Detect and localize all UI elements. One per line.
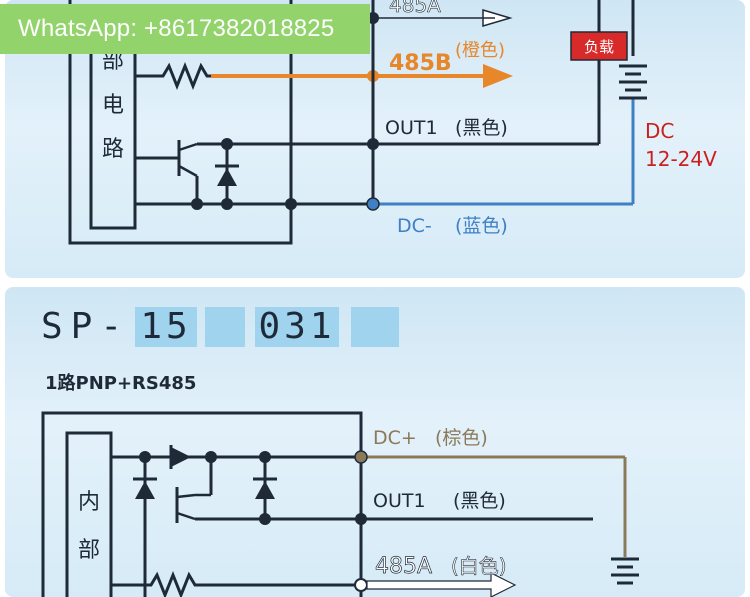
- terminal-dc-minus: [366, 197, 380, 211]
- supply-label-voltage: 12-24V: [645, 147, 717, 171]
- label-485a-top: 485A: [389, 0, 441, 17]
- model-code-2: [205, 307, 245, 347]
- label-out1-color: (黑色): [455, 117, 508, 139]
- diagram-subtitle: 1路PNP+RS485: [45, 373, 197, 394]
- battery-symbol: [611, 557, 639, 585]
- resistor-485b: [135, 61, 291, 91]
- label-485a-color: (白色): [451, 554, 507, 578]
- model-code-1: 15: [135, 307, 197, 347]
- left-diode: [135, 481, 155, 499]
- node-out1-1: [259, 513, 271, 525]
- internal-char-1: 内: [78, 490, 100, 515]
- whatsapp-watermark: WhatsApp: +8617382018825: [0, 4, 370, 54]
- node-diode-top: [221, 138, 233, 150]
- label-dc-minus: DC-: [397, 215, 432, 237]
- label-out1-color: (黑色): [453, 490, 506, 512]
- internal-char-2: 部: [78, 538, 100, 563]
- supply-label-dc: DC: [645, 119, 674, 143]
- label-dc-plus: DC+: [373, 427, 417, 449]
- terminal-dc-plus: [354, 450, 368, 464]
- outer-frame: [41, 411, 363, 597]
- label-485b-color: (橙色): [455, 40, 505, 61]
- transistor-emitter: [178, 164, 198, 178]
- label-dc-minus-color: (蓝色): [455, 215, 508, 237]
- model-prefix: SP-: [41, 306, 131, 347]
- label-out1: OUT1: [385, 117, 438, 139]
- transistor-collector: [178, 142, 198, 152]
- label-485b: 485B: [389, 51, 452, 76]
- node-dc-2: [221, 198, 233, 210]
- model-code-3: 031: [255, 307, 339, 347]
- terminal-out1: [355, 513, 367, 525]
- transistor-collector: [176, 493, 196, 499]
- arrow-485a: [373, 8, 513, 28]
- load-box: [570, 31, 628, 61]
- internal-char-3: 路: [102, 137, 124, 162]
- arrow-485b: [483, 64, 513, 88]
- label-dc-plus-color: (棕色): [435, 427, 488, 449]
- bottom-wiring-diagram: SP- 15 031 1路PNP+RS485 内 部 DC+ (棕色): [5, 287, 745, 597]
- label-out1: OUT1: [373, 490, 426, 512]
- bottom-circuit-svg: 内 部 DC+ (棕色) OUT1 (黑色): [41, 411, 639, 597]
- right-diode: [255, 481, 275, 499]
- label-485a: 485A: [375, 554, 432, 579]
- terminal-out1: [367, 138, 379, 150]
- load-label: 负载: [584, 38, 614, 56]
- resistor-485a: [111, 570, 213, 597]
- outer-frame: [68, 0, 293, 245]
- internal-circuit-box: [65, 431, 113, 597]
- model-code-4: [351, 307, 399, 347]
- diode-triangle: [217, 168, 237, 186]
- internal-char-1: 部: [102, 49, 124, 74]
- transistor-emitter: [176, 511, 196, 521]
- node-dc-1: [191, 198, 203, 210]
- series-diode: [171, 447, 191, 467]
- node-dc-3: [285, 198, 297, 210]
- internal-char-2: 电: [102, 93, 124, 118]
- battery-symbol: [619, 64, 647, 100]
- terminal-485a: [354, 578, 368, 592]
